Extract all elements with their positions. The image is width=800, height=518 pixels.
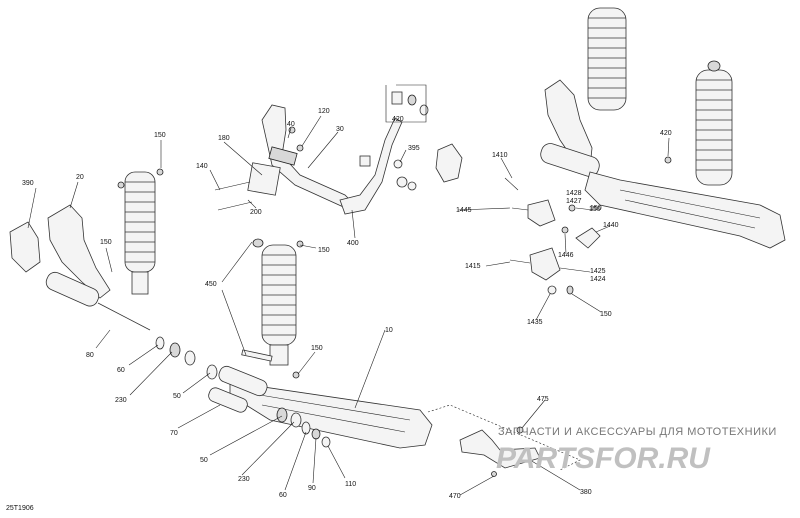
nut-150-1428 — [568, 204, 576, 212]
callout-60: 60 — [117, 367, 125, 374]
nut-120 — [296, 144, 304, 152]
callout-80: 80 — [86, 352, 94, 359]
washer-60-left — [155, 336, 165, 350]
bushing-420-set — [391, 91, 429, 116]
callout-150: 150 — [600, 311, 612, 318]
callout-140: 140 — [196, 163, 208, 170]
watermark-logo: PARTSFOR.RU — [496, 442, 711, 475]
bushing-230-left — [169, 342, 181, 358]
bushing-230-right — [290, 412, 302, 428]
nut-150-1435 — [566, 285, 574, 295]
bolt-1445 — [511, 207, 529, 211]
bushing-50-right — [276, 407, 288, 423]
callout-40: 40 — [287, 121, 295, 128]
right-rear-shock-420 — [695, 60, 733, 186]
nut-150-left — [156, 168, 164, 176]
callout-150: 150 — [318, 247, 330, 254]
callout-470: 470 — [449, 493, 461, 500]
bracket-390 — [9, 221, 41, 273]
callout-50: 50 — [200, 457, 208, 464]
callout-1425: 1425 — [590, 268, 606, 275]
callout-420: 420 — [660, 130, 672, 137]
callout-1435: 1435 — [527, 319, 543, 326]
callout-1427: 1427 — [566, 198, 582, 205]
left-rod-80 — [45, 271, 151, 331]
callout-1445: 1445 — [456, 207, 472, 214]
callout-60: 60 — [279, 492, 287, 499]
callout-150: 150 — [589, 206, 601, 213]
callout-475: 475 — [537, 396, 549, 403]
right-upper-shock — [587, 7, 627, 111]
shock-tube-10 — [218, 365, 268, 397]
callout-395: 395 — [408, 145, 420, 152]
callout-400: 400 — [347, 240, 359, 247]
plate-1428 — [527, 199, 556, 227]
callout-10: 10 — [385, 327, 393, 334]
bolt-40 — [288, 126, 296, 134]
screw-470 — [491, 471, 497, 477]
bolt-475 — [516, 426, 524, 434]
callout-200: 200 — [250, 209, 262, 216]
bolt-1415 — [509, 259, 531, 264]
nut-150-rail — [292, 371, 300, 379]
callout-1410: 1410 — [492, 152, 508, 159]
callout-30: 30 — [336, 126, 344, 133]
center-shock — [252, 238, 297, 366]
callout-120: 120 — [318, 108, 330, 115]
callout-70: 70 — [170, 430, 178, 437]
callout-180: 180 — [218, 135, 230, 142]
bracket-395 — [435, 143, 463, 183]
nut-150-rear — [664, 156, 672, 164]
diagram-code: 25T1906 — [6, 505, 34, 512]
callout-1428: 1428 — [566, 190, 582, 197]
callout-20: 20 — [76, 174, 84, 181]
callout-230: 230 — [115, 397, 127, 404]
callout-1440: 1440 — [603, 222, 619, 229]
watermark: ЗАПЧАСТИ И АКСЕССУАРЫ ДЛЯ МОТОТЕХНИКИ PA… — [496, 426, 777, 475]
callout-150: 150 — [100, 239, 112, 246]
callout-110: 110 — [345, 481, 356, 488]
callout-450: 450 — [205, 281, 217, 288]
rod-70 — [208, 387, 248, 413]
crossbar-30 — [247, 104, 356, 211]
nut-1446 — [561, 226, 569, 234]
washer-60-right — [301, 421, 311, 435]
callout-labels: 390 20 150 150 80 60 230 50 70 50 230 60… — [22, 108, 672, 500]
washer-1435 — [547, 285, 557, 295]
leader-lines — [27, 84, 670, 496]
bushing-50-left — [184, 350, 196, 366]
nut-150-center — [296, 240, 304, 248]
callout-390: 390 — [22, 180, 34, 187]
callout-150: 150 — [154, 132, 166, 139]
arm-20 — [47, 204, 111, 299]
rear-rail — [540, 143, 786, 249]
bolt-1410 — [504, 177, 519, 191]
bushing-395-set — [359, 155, 417, 191]
part-1440 — [575, 227, 601, 249]
bolt-450 — [241, 349, 273, 362]
callout-1446: 1446 — [558, 252, 574, 259]
callout-50: 50 — [173, 393, 181, 400]
bolt-left — [117, 181, 125, 189]
callout-230: 230 — [238, 476, 250, 483]
left-shock-spring — [124, 171, 156, 295]
bolt-140 — [214, 181, 251, 191]
tube-400 — [339, 117, 403, 215]
washer-90 — [311, 428, 321, 440]
plate-1425 — [529, 247, 561, 281]
bracket-outline-dashed — [427, 404, 581, 471]
callout-1424: 1424 — [590, 276, 606, 283]
watermark-tagline: ЗАПЧАСТИ И АКСЕССУАРЫ ДЛЯ МОТОТЕХНИКИ — [498, 426, 777, 438]
bolt-200 — [217, 201, 253, 211]
bracket-380 — [459, 429, 541, 469]
callout-420: 420 — [392, 116, 404, 123]
bushing-50-mid — [206, 364, 218, 380]
callout-90: 90 — [308, 485, 316, 492]
nut-110 — [321, 436, 331, 448]
callout-150: 150 — [590, 205, 602, 212]
callout-1415: 1415 — [465, 263, 481, 270]
callout-380: 380 — [580, 489, 592, 496]
callout-150: 150 — [311, 345, 323, 352]
